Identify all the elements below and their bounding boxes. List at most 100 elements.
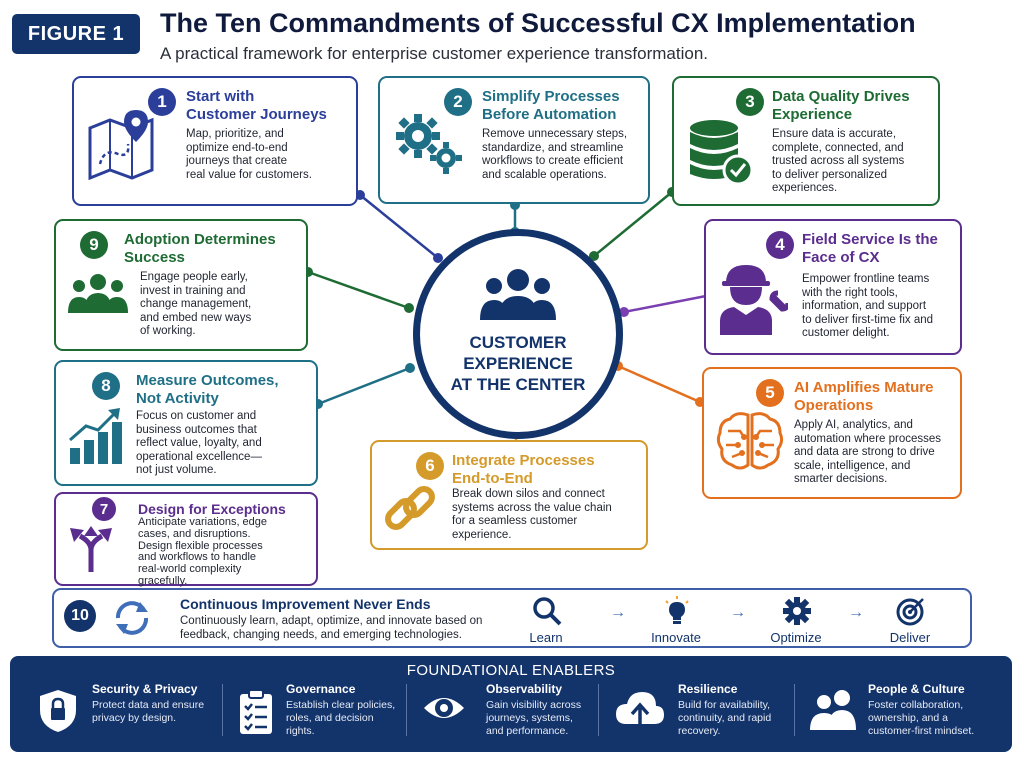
commandment-number: 2 [444,88,472,116]
commandment-number: 7 [92,497,116,521]
connector-9 [307,270,410,310]
gear-icon [783,597,811,625]
step-arrow: → [848,604,864,621]
commandment-number: 8 [92,372,120,400]
commandment-title: Design for Exceptions [138,501,286,517]
enabler-divider [598,684,599,736]
enabler-title: Resilience [678,682,738,696]
commandment-card-7: 7 Design for Exceptions Anticipate varia… [54,492,318,587]
cloud-upload-icon [616,692,664,726]
commandment-desc: Engage people early,invest in training a… [140,271,252,338]
commandment-number: 9 [80,231,108,259]
shield-lock-icon [40,690,76,732]
lightbulb-icon [665,596,689,624]
connector-1 [359,194,439,259]
enabler-title: People & Culture [868,682,965,696]
foundational-enablers-panel: FOUNDATIONAL ENABLERS Security & Privacy… [10,656,1012,752]
ai-brain-icon [716,412,784,470]
database-check-icon [690,120,754,186]
connector-5 [617,364,701,404]
enabler-governance: Governance Establish clear policies,role… [238,680,414,746]
commandment-desc: Remove unnecessary steps,standardize, an… [482,128,628,181]
foundational-enablers-title: FOUNDATIONAL ENABLERS [406,662,616,679]
connector-3 [593,191,673,257]
commandment-desc: Continuously learn, adapt, optimize, and… [180,615,483,641]
commandment-number: 5 [756,379,784,407]
journey-map-icon [88,110,154,180]
connector-8 [317,366,411,406]
enabler-desc: Build for availability,continuity, and r… [678,699,772,737]
enabler-desc: Establish clear policies,roles, and deci… [286,699,396,737]
commandment-number: 4 [766,231,794,259]
commandment-title: Measure Outcomes,Not Activity [136,372,279,407]
commandment-number: 1 [148,88,176,116]
step-label: Learn [529,630,563,645]
center-label: CUSTOMER EXPERIENCE AT THE CENTER [420,332,616,395]
connector-4 [623,294,707,314]
enabler-divider [222,684,223,736]
enabler-title: Security & Privacy [92,682,198,696]
eye-icon [424,698,464,718]
commandment-number: 10 [64,600,96,632]
enabler-divider [406,684,407,736]
team-icon [68,274,128,313]
people-group-icon [480,269,556,320]
enabler-people-culture: People & Culture Foster collaboration,ow… [810,680,1006,746]
center-label-line1: CUSTOMER [469,333,567,352]
enabler-title: Governance [286,682,356,696]
step-label: Optimize [770,630,822,645]
people-icon [810,690,856,730]
enabler-title: Observability [486,682,563,696]
step-arrow: → [730,604,746,621]
commandment-number: 6 [416,452,444,480]
page-subtitle: A practical framework for enterprise cus… [160,44,709,63]
page-title: The Ten Commandments of Successful CX Im… [160,8,916,38]
commandment-card-10: 10 Continuous Improvement Never Ends Con… [52,588,972,648]
target-icon [896,598,924,626]
center-hub: CUSTOMER EXPERIENCE AT THE CENTER [413,229,623,439]
figure-badge: FIGURE 1 [12,14,140,54]
commandment-card-8: 8 Measure Outcomes,Not Activity Focus on… [54,360,318,486]
split-arrows-icon [70,526,112,572]
clipboard-checklist-icon [240,689,272,734]
enabler-resilience: Resilience Build for availability,contin… [614,680,792,746]
center-label-line3: AT THE CENTER [450,375,586,394]
step-label: Deliver [889,630,931,645]
commandment-title: Continuous Improvement Never Ends [180,596,431,612]
enabler-security: Security & Privacy Protect data and ensu… [38,680,218,746]
growth-chart-icon [69,408,122,464]
magnifier-icon [533,597,562,626]
chain-link-icon [385,486,435,530]
technician-icon [720,265,788,335]
commandment-desc: Ensure data is accurate,complete, connec… [772,128,905,195]
enabler-divider [794,684,795,736]
step-arrow: → [610,604,626,621]
step-label: Innovate [651,630,701,645]
center-label-line2: EXPERIENCE [463,354,573,373]
cycle-arrows-icon [116,601,148,635]
